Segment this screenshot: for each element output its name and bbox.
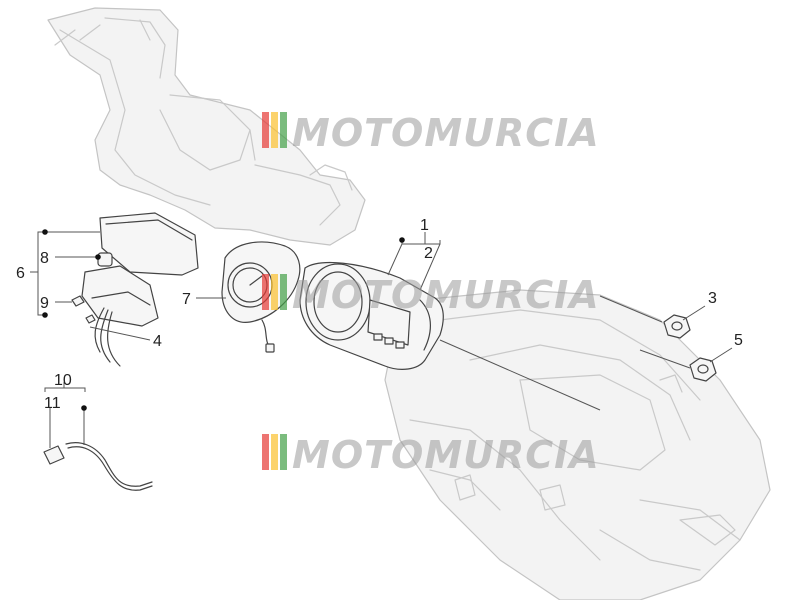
bulb-cable [43, 442, 153, 491]
callout-3: 3 [708, 290, 717, 307]
leader-lines [30, 231, 733, 448]
watermark-top: MOTOMURCIA [262, 111, 600, 155]
watermark-text: MOTOMURCIA [292, 111, 600, 155]
ghost-front-shield [47, 7, 366, 246]
watermark-stripe-red [262, 274, 269, 310]
instrument-cluster [299, 261, 444, 370]
watermark-stripe-yellow [271, 434, 278, 470]
rubber-grommet [97, 252, 113, 267]
callout-6: 6 [16, 265, 25, 282]
callout-5: 5 [734, 332, 743, 349]
callout-dots [42, 229, 405, 411]
watermark-stripe-yellow [271, 274, 278, 310]
callout-11: 11 [44, 395, 61, 412]
cluster-wiring [94, 307, 121, 367]
ghost-rear-body [384, 289, 771, 600]
speedometer-gauge [221, 241, 301, 353]
watermark-stripe-green [280, 112, 287, 148]
hex-nut-5 [689, 357, 717, 382]
watermark-stripe-green [280, 274, 287, 310]
callout-2: 2 [424, 245, 433, 262]
hex-nut-3 [663, 314, 691, 339]
cluster-lower-housing [81, 265, 159, 327]
callout-8: 8 [40, 250, 49, 267]
callout-7: 7 [182, 291, 191, 308]
watermark-stripe-green [280, 434, 287, 470]
callout-1: 1 [420, 217, 429, 234]
callout-labels: 1 2 3 4 5 6 7 8 9 10 11 [16, 217, 743, 412]
watermark-stripe-red [262, 434, 269, 470]
callout-9: 9 [40, 295, 49, 312]
watermark-text: MOTOMURCIA [292, 273, 600, 317]
watermark-stripe-red [262, 112, 269, 148]
callout-4: 4 [153, 333, 162, 350]
watermark-middle: MOTOMURCIA [262, 273, 600, 317]
watermark-bottom: MOTOMURCIA [262, 433, 600, 477]
watermark-text: MOTOMURCIA [292, 433, 600, 477]
screw [71, 295, 96, 324]
callout-10: 10 [54, 372, 72, 389]
cluster-upper-cover [99, 212, 199, 276]
watermark-stripe-yellow [271, 112, 278, 148]
